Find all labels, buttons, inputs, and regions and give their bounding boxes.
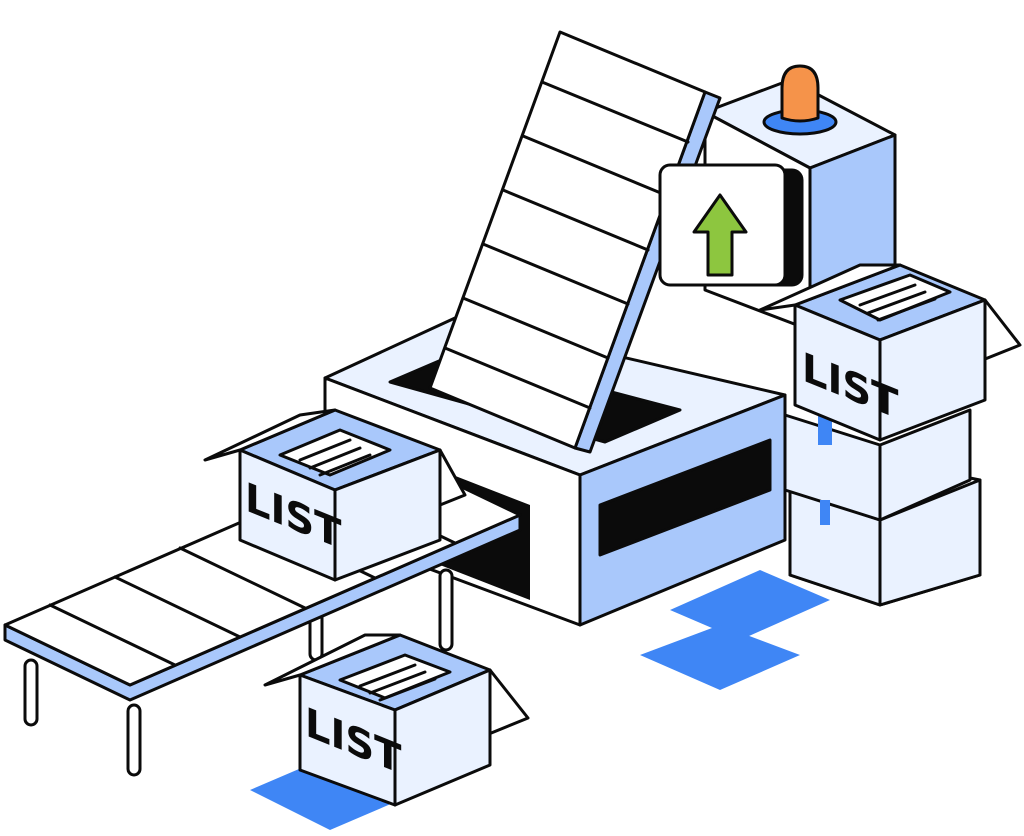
list-box-bottom: LIST: [263, 633, 530, 807]
machine-screen: [658, 163, 804, 287]
list-box-top: LIST: [758, 263, 1022, 442]
siren-light-icon: [762, 64, 838, 136]
machine-side-window: [598, 438, 772, 557]
arrow-up-icon: [692, 193, 748, 277]
box-stack: LIST: [758, 263, 1022, 607]
list-box-conveyor: LIST: [203, 408, 467, 582]
